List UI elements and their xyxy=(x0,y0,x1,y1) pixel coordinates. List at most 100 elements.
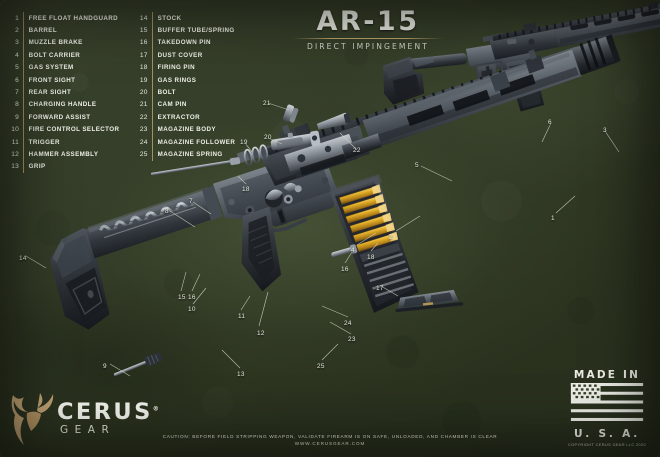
legend-label: BARREL xyxy=(28,27,58,35)
legend-label: BUFFER TUBE/SPRING xyxy=(157,27,235,35)
legend-divider xyxy=(23,36,24,50)
legend-number: 18 xyxy=(139,64,148,72)
legend-divider xyxy=(23,148,24,161)
legend-divider xyxy=(151,135,153,149)
diagram-title-block: AR-15 DIRECT IMPINGEMENT xyxy=(278,8,458,51)
copyright-text: COPYRIGHT CERUS GEAR LLC 2020 xyxy=(568,442,646,447)
legend-number: 25 xyxy=(139,150,148,158)
legend-number: 3 xyxy=(15,39,19,47)
legend-number: 13 xyxy=(11,163,19,171)
legend-label: HAMMER ASSEMBLY xyxy=(28,150,99,158)
legend-divider xyxy=(23,86,24,99)
legend-number: 17 xyxy=(139,51,148,59)
legend-divider xyxy=(23,49,24,62)
dust-cover-part xyxy=(395,289,464,313)
brand-name: CERUS® xyxy=(57,398,159,425)
page-title: AR-15 xyxy=(316,6,420,37)
legend-divider xyxy=(23,135,24,149)
legend-number: 6 xyxy=(15,76,19,84)
legend-row: 1 FREE FLOAT HANDGUARD xyxy=(8,12,127,25)
cam-pin-part xyxy=(282,104,299,123)
legend-number: 21 xyxy=(139,101,148,109)
registered-mark: ® xyxy=(152,405,159,413)
brand-wordmark: CERUS® GEAR xyxy=(57,398,159,437)
legend-divider xyxy=(23,12,24,25)
made-in-usa-block: MADE IN xyxy=(568,369,646,447)
legend-divider xyxy=(23,123,24,136)
legend-label: GRIP xyxy=(28,163,46,171)
legend-label: GAS SYSTEM xyxy=(28,64,74,72)
legend-number: 2 xyxy=(15,27,19,35)
legend-label: GAS RINGS xyxy=(157,76,196,84)
legend-number: 9 xyxy=(15,113,19,121)
website-url: WWW.CERUSGEAR.COM xyxy=(294,441,366,446)
legend-divider xyxy=(23,73,24,87)
legend-row: 9 FORWARD ASSIST xyxy=(8,111,127,124)
cutaway-rifle xyxy=(49,34,621,330)
legend-label: FREE FLOAT HANDGUARD xyxy=(28,14,119,22)
legend-divider xyxy=(151,98,153,112)
legend-divider xyxy=(151,123,153,136)
legend-divider xyxy=(151,86,153,99)
legend-label: CHARGING HANDLE xyxy=(28,101,97,109)
legend-row: 18 FIRING PIN xyxy=(137,61,241,74)
legend-divider xyxy=(23,24,24,37)
usa-flag-icon xyxy=(570,383,644,421)
legend-row: 15 BUFFER TUBE/SPRING xyxy=(137,24,241,37)
brand-name-text: CERUS xyxy=(57,398,153,425)
forward-assist-part xyxy=(113,352,163,377)
bolt-part xyxy=(270,130,321,151)
page-subtitle: DIRECT IMPINGEMENT xyxy=(307,42,429,51)
legend-row: 7 REAR SIGHT xyxy=(8,86,127,99)
legend-label: FIRING PIN xyxy=(157,64,195,72)
legend-number: 5 xyxy=(15,64,19,72)
gas-rings-part xyxy=(243,144,269,166)
legend-divider xyxy=(151,24,153,37)
legend-number: 7 xyxy=(15,89,19,97)
brand-subname: GEAR xyxy=(60,424,116,437)
legend-divider xyxy=(151,111,153,124)
legend-number: 15 xyxy=(139,27,148,35)
legend-label: TAKEDOWN PIN xyxy=(157,39,211,47)
legend-number: 10 xyxy=(11,126,19,134)
legend-label: FRONT SIGHT xyxy=(28,76,76,84)
legend-label: MAGAZINE BODY xyxy=(157,126,216,134)
legend-divider xyxy=(151,61,153,74)
legend-label: FORWARD ASSIST xyxy=(28,113,91,121)
footer-block: CAUTION: BEFORE FIELD STRIPPING WEAPON, … xyxy=(0,434,660,447)
legend-number: 11 xyxy=(11,138,19,146)
title-divider xyxy=(292,38,444,39)
legend-label: BOLT CARRIER xyxy=(28,51,81,59)
legend-number: 1 xyxy=(15,14,19,22)
buffer-tube-and-spring xyxy=(85,185,223,259)
callout-leader-lines xyxy=(25,102,620,377)
legend-number: 16 xyxy=(139,39,148,47)
legend-divider xyxy=(151,36,153,50)
legend-label: STOCK xyxy=(157,14,182,22)
firing-pin-part xyxy=(150,157,241,176)
legend-row: 11 TRIGGER xyxy=(8,135,127,149)
legend-number: 8 xyxy=(15,101,19,109)
legend-row: 13 GRIP xyxy=(8,160,127,174)
legend-number: 20 xyxy=(139,89,148,97)
legend-number: 22 xyxy=(139,113,148,121)
legend-row: 16 TAKEDOWN PIN xyxy=(137,36,241,50)
legend-label: TRIGGER xyxy=(28,138,60,146)
made-in-label: MADE IN xyxy=(573,369,641,381)
legend-number: 12 xyxy=(11,150,19,158)
legend-label: REAR SIGHT xyxy=(28,89,72,97)
cartridges xyxy=(338,184,399,252)
